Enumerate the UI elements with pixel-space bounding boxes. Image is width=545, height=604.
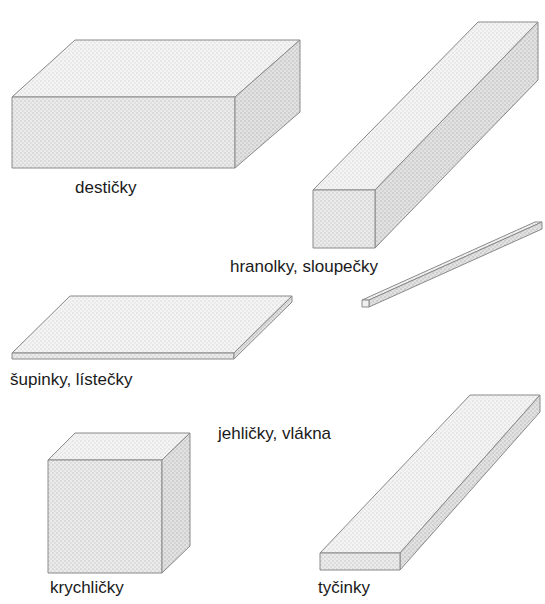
needle-shape (362, 222, 542, 307)
prism-shape (313, 22, 538, 248)
rod-shape (320, 395, 540, 570)
shape-label: tyčinky (318, 578, 370, 598)
flake-shape (12, 296, 292, 359)
shape-label: jehličky, vlákna (218, 424, 331, 444)
shape-label: destičky (75, 178, 136, 198)
plate-shape (12, 40, 300, 168)
shape-label: krychličky (50, 578, 124, 598)
shape-label: hranolky, sloupečky (230, 257, 378, 277)
cube-shape (48, 433, 190, 573)
shape-label: šupinky, lístečky (10, 370, 133, 390)
